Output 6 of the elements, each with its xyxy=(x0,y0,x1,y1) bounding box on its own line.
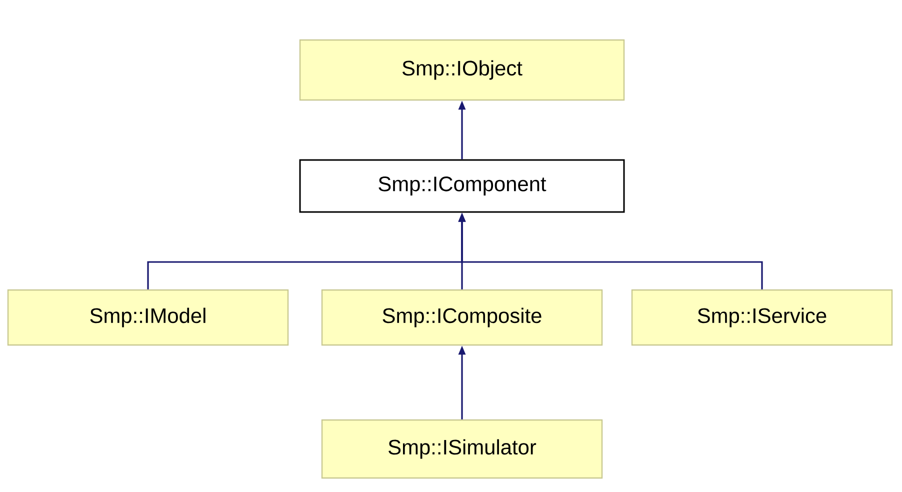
class-box: Smp::IComposite xyxy=(321,289,603,346)
class-box: Smp::IService xyxy=(631,289,893,346)
class-box: Smp::IComponent xyxy=(299,159,625,213)
class-box: Smp::IModel xyxy=(7,289,289,346)
class-box: Smp::IObject xyxy=(299,39,625,101)
class-box: Smp::ISimulator xyxy=(321,419,603,479)
